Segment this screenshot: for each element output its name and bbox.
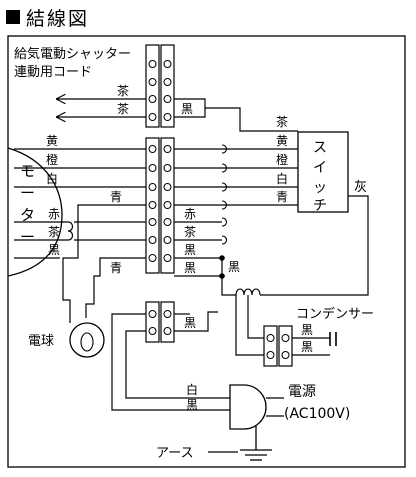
title-square-icon <box>6 10 20 24</box>
wire-label-shiro-left: 白 <box>46 171 58 186</box>
terminal-block-lower <box>145 301 175 343</box>
cord-label-line2: 連動用コード <box>14 65 92 80</box>
wire-label-ki-left: 黄 <box>46 134 58 148</box>
lamp-symbol <box>69 322 105 358</box>
wire-label-aka-left: 赤 <box>48 207 60 221</box>
switch-box <box>297 131 349 213</box>
diagram-title: 結線図 <box>6 2 89 32</box>
power-label: 電源 <box>288 384 316 400</box>
wire-label-kuro-right2: 黒 <box>184 261 196 275</box>
motor-body <box>7 147 63 277</box>
wire-label-ao-lower: 青 <box>110 261 122 275</box>
wire-label-kuro-left: 黒 <box>48 243 60 257</box>
motor-label-4: ー <box>20 228 35 246</box>
wire-label-ao-upper: 青 <box>110 190 122 204</box>
terminal-block-top <box>145 44 175 128</box>
wire-label-dai-switch: 橙 <box>276 152 288 167</box>
wire-label-aka-right: 赤 <box>184 207 196 221</box>
wire-label-cha-switch: 茶 <box>276 114 288 129</box>
wire-label-cha-top2: 茶 <box>117 101 129 116</box>
wire-label-kuro-junction: 黒 <box>228 260 240 274</box>
wire-label-kuro-cap2: 黒 <box>301 340 313 354</box>
wire-label-dai-left: 橙 <box>46 152 58 167</box>
motor-label-1: モ <box>20 162 35 180</box>
switch-label-1: ス <box>313 140 327 156</box>
cord-label-line1: 給気電動シャッター <box>14 46 131 62</box>
capacitor-label: コンデンサー <box>296 306 374 322</box>
motor-label-2: ー <box>20 184 35 202</box>
wire-label-ki-switch: 黄 <box>276 134 288 148</box>
wire-label-kuro-right1: 黒 <box>184 243 196 257</box>
wire-label-kuro-cap1: 黒 <box>301 323 313 337</box>
switch-label-4: チ <box>313 198 327 214</box>
title-text: 結線図 <box>26 7 90 30</box>
switch-label-2: イ <box>313 160 327 176</box>
wire-label-cha-top1: 茶 <box>117 83 129 98</box>
wire-label-shiro-power: 白 <box>186 382 198 397</box>
wire-label-kuro-lower: 黒 <box>184 316 196 330</box>
motor-label-3: タ <box>20 206 35 224</box>
wire-label-cha-left: 茶 <box>48 224 60 239</box>
power-plug <box>229 384 267 430</box>
earth-label: アース <box>156 446 194 461</box>
wire-label-cha-right: 茶 <box>184 224 196 239</box>
diagram-frame <box>7 35 406 468</box>
wire-label-hai: 灰 <box>354 180 367 195</box>
terminal-block-main <box>145 137 175 274</box>
wire-label-kuro-top: 黒 <box>181 102 193 116</box>
switch-label-3: ッ <box>313 180 327 196</box>
lamp-label: 電球 <box>28 334 54 349</box>
capacitor-terminal-block <box>263 325 293 367</box>
wire-label-kuro-power: 黒 <box>186 398 198 412</box>
power-spec-label: (AC100V) <box>284 406 350 422</box>
wire-label-shiro-switch: 白 <box>276 171 288 186</box>
wire-label-ao-switch: 青 <box>276 190 288 204</box>
